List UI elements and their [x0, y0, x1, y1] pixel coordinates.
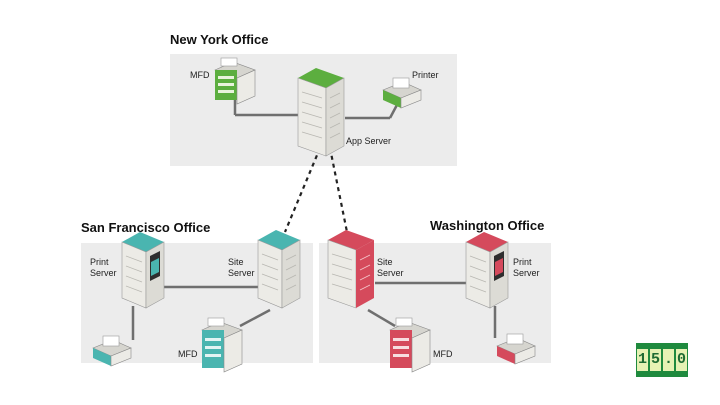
san-francisco-office-title: San Francisco Office: [81, 220, 211, 235]
new-york-office-title: New York Office: [170, 32, 269, 47]
ny-mfd-label: MFD: [190, 70, 210, 80]
ny-app-server-label: App Server: [346, 136, 392, 146]
wa-mfd-icon: [389, 317, 431, 373]
sf-mfd-icon: [201, 317, 243, 373]
sf-print-server-icon: [121, 232, 165, 309]
washington-office-title: Washington Office: [430, 218, 545, 233]
ny-mfd-icon: [214, 57, 256, 105]
sf-printer-icon: [92, 335, 132, 367]
wa-print-server-label: Print Server: [513, 257, 540, 278]
wa-print-server-icon: [465, 232, 509, 309]
sf-site-server-icon: [257, 230, 301, 309]
ny-printer-label: Printer: [412, 70, 439, 80]
ny-printer-icon: [382, 77, 422, 109]
app-server-icon: [297, 68, 345, 157]
version-digit: .: [663, 349, 674, 371]
version-digit: 1: [637, 349, 648, 371]
wa-printer-icon: [496, 333, 536, 365]
sf-site-server-label: Site Server: [228, 257, 255, 278]
version-badge: 1 5 . 0: [636, 343, 688, 377]
version-digit: 5: [650, 349, 661, 371]
wa-site-server-icon: [327, 230, 374, 309]
network-links: [131, 90, 497, 340]
version-digit: 0: [676, 349, 687, 371]
sf-print-server-label: Print Server: [90, 257, 117, 278]
wan-links: [283, 147, 349, 233]
sf-mfd-label: MFD: [178, 349, 198, 359]
wa-mfd-label: MFD: [433, 349, 453, 359]
wa-site-server-label: Site Server: [377, 257, 404, 278]
